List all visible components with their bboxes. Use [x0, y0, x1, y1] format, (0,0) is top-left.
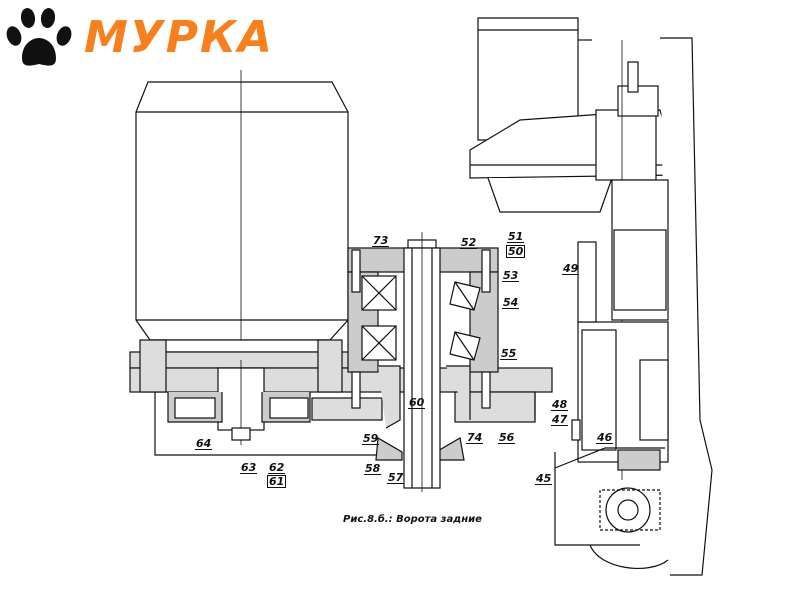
logo-text: МУРКА	[84, 12, 274, 63]
callout-62: 62	[268, 461, 286, 474]
central-shaft	[403, 232, 441, 492]
left-motor	[135, 70, 349, 360]
callout-60: 60	[408, 396, 426, 409]
callout-74: 74	[466, 431, 484, 444]
callout-55: 55	[500, 347, 518, 360]
callout-52: 52	[460, 236, 478, 249]
paw-icon	[6, 8, 72, 66]
callout-50: 50	[506, 245, 526, 258]
callout-64: 64	[195, 437, 213, 450]
callout-57: 57	[387, 471, 405, 484]
callout-54: 54	[502, 296, 520, 309]
callout-49: 49	[562, 262, 580, 275]
right-column	[554, 37, 713, 576]
callout-61: 61	[267, 475, 287, 488]
callout-47: 47	[551, 413, 569, 426]
right-motor	[469, 17, 679, 480]
logo: МУРКА	[0, 0, 320, 72]
callout-56: 56	[498, 431, 516, 444]
figure-caption: Рис.8.б.: Ворота задние	[343, 514, 482, 525]
callout-51: 51	[507, 230, 525, 243]
callout-73: 73	[372, 234, 390, 247]
callout-58: 58	[364, 462, 382, 475]
callout-63: 63	[240, 461, 258, 474]
callout-59: 59	[362, 432, 380, 445]
callout-53: 53	[502, 269, 520, 282]
callout-45: 45	[535, 472, 553, 485]
callout-48: 48	[551, 398, 569, 411]
callout-46: 46	[596, 431, 614, 444]
